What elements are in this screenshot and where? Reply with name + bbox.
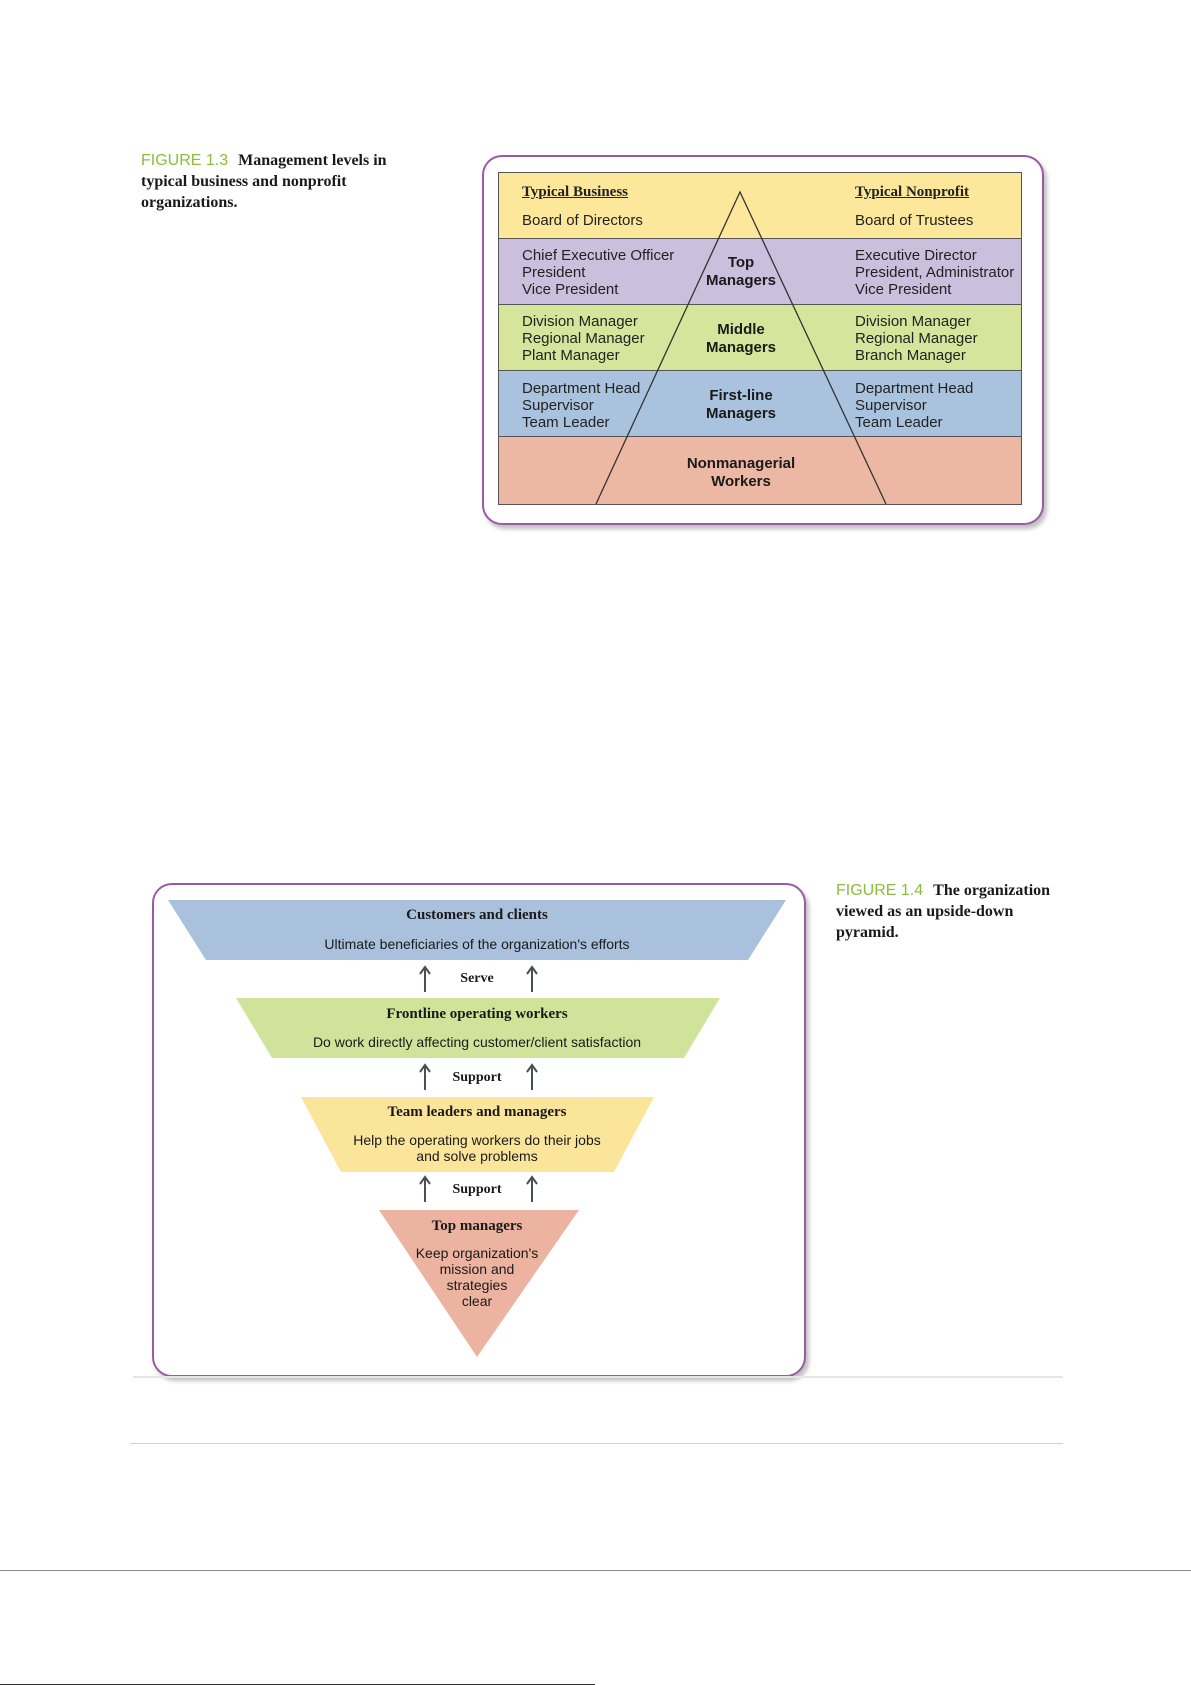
desc-line: Ultimate beneficiaries of the organizati… bbox=[324, 936, 630, 952]
nonprofit-first-line-list: Department Head Supervisor Team Leader bbox=[855, 380, 973, 431]
nonprofit-board: Board of Trustees bbox=[855, 212, 973, 229]
list-item: Team Leader bbox=[855, 414, 943, 431]
list-item: Vice President bbox=[522, 281, 619, 298]
nonprofit-board-label: Board of Trustees bbox=[855, 212, 974, 229]
pyramid-label-nonmanagerial-workers: Nonmanagerial Workers bbox=[671, 455, 811, 491]
pyramid-label-top-managers: Top Managers bbox=[671, 254, 811, 290]
connector-support-1: Support bbox=[452, 1070, 502, 1085]
pyramid-label-middle-managers: Middle Managers bbox=[671, 321, 811, 357]
divider bbox=[0, 1570, 1191, 1571]
typical-business-heading: Typical Business bbox=[522, 184, 629, 200]
list-item: Vice President bbox=[855, 281, 952, 298]
caption-text: The organization viewed as an upside-dow… bbox=[836, 882, 1051, 941]
business-middle-list: Division Manager Regional Manager Plant … bbox=[522, 313, 645, 364]
connector-support-2: Support bbox=[452, 1182, 502, 1197]
tier-desc-team-leaders: Help the operating workers do their jobs… bbox=[317, 1132, 637, 1164]
label-line: Middle bbox=[717, 321, 765, 338]
tier-title-top-managers: Top managers bbox=[431, 1218, 523, 1234]
label-line: Nonmanagerial bbox=[686, 455, 796, 472]
desc-line: Do work directly affecting customer/clie… bbox=[312, 1034, 642, 1050]
desc-line: clear bbox=[461, 1293, 493, 1309]
list-item: Supervisor bbox=[855, 397, 927, 414]
list-item: Chief Executive Officer bbox=[522, 247, 675, 264]
list-item: Plant Manager bbox=[522, 347, 620, 364]
tier-desc-top-managers: Keep organization's mission and strategi… bbox=[377, 1245, 577, 1309]
tier-title-frontline: Frontline operating workers bbox=[386, 1006, 568, 1022]
label-line: First-line bbox=[709, 387, 773, 404]
list-item: Executive Director bbox=[855, 247, 977, 264]
figure-number: FIGURE 1.4 bbox=[836, 882, 924, 899]
desc-line: strategies bbox=[446, 1277, 508, 1293]
divider bbox=[133, 1376, 1063, 1378]
divider bbox=[130, 1443, 1063, 1444]
label-line: Managers bbox=[705, 272, 777, 289]
label-line: Managers bbox=[705, 339, 777, 356]
list-item: Division Manager bbox=[522, 313, 638, 330]
arrow-up-icon bbox=[526, 1063, 538, 1090]
list-item: Division Manager bbox=[855, 313, 971, 330]
label-line: Top bbox=[727, 254, 755, 271]
tier-title-team-leaders: Team leaders and managers bbox=[387, 1104, 567, 1120]
list-item: Regional Manager bbox=[522, 330, 645, 347]
business-board-label: Board of Directors bbox=[522, 212, 643, 229]
caption-text: Management levels in typical business an… bbox=[141, 152, 387, 211]
nonprofit-top-list: Executive Director President, Administra… bbox=[855, 247, 1014, 298]
tier-desc-customers: Ultimate beneficiaries of the organizati… bbox=[277, 936, 677, 952]
nonprofit-column-header: Typical Nonprofit bbox=[855, 184, 969, 201]
connector-serve: Serve bbox=[460, 971, 494, 986]
tier-desc-frontline: Do work directly affecting customer/clie… bbox=[277, 1034, 677, 1050]
arrow-up-icon bbox=[526, 1175, 538, 1202]
tier-title-customers: Customers and clients bbox=[406, 907, 548, 923]
pyramid-label-first-line-managers: First-line Managers bbox=[671, 387, 811, 423]
list-item: Department Head bbox=[522, 380, 641, 397]
list-item: Department Head bbox=[855, 380, 974, 397]
typical-nonprofit-heading: Typical Nonprofit bbox=[855, 184, 970, 200]
desc-line: Help the operating workers do their jobs bbox=[353, 1132, 601, 1148]
label-line: Workers bbox=[711, 473, 771, 490]
list-item: Branch Manager bbox=[855, 347, 966, 364]
arrow-up-icon bbox=[419, 1175, 431, 1202]
list-item: Supervisor bbox=[522, 397, 594, 414]
arrow-up-icon bbox=[419, 1063, 431, 1090]
desc-line: Keep organization's bbox=[415, 1245, 539, 1261]
list-item: President, Administrator bbox=[855, 264, 1015, 281]
business-board: Board of Directors bbox=[522, 212, 643, 229]
arrow-up-icon bbox=[526, 965, 538, 992]
business-top-list: Chief Executive Officer President Vice P… bbox=[522, 247, 674, 298]
desc-line: and solve problems bbox=[416, 1148, 538, 1164]
label-line: Managers bbox=[705, 405, 777, 422]
business-column-header: Typical Business bbox=[522, 184, 628, 201]
nonprofit-middle-list: Division Manager Regional Manager Branch… bbox=[855, 313, 978, 364]
desc-line: mission and bbox=[439, 1261, 515, 1277]
arrow-up-icon bbox=[419, 965, 431, 992]
list-item: President bbox=[522, 264, 586, 281]
list-item: Team Leader bbox=[522, 414, 610, 431]
list-item: Regional Manager bbox=[855, 330, 978, 347]
business-first-line-list: Department Head Supervisor Team Leader bbox=[522, 380, 640, 431]
figure-number: FIGURE 1.3 bbox=[141, 152, 229, 169]
